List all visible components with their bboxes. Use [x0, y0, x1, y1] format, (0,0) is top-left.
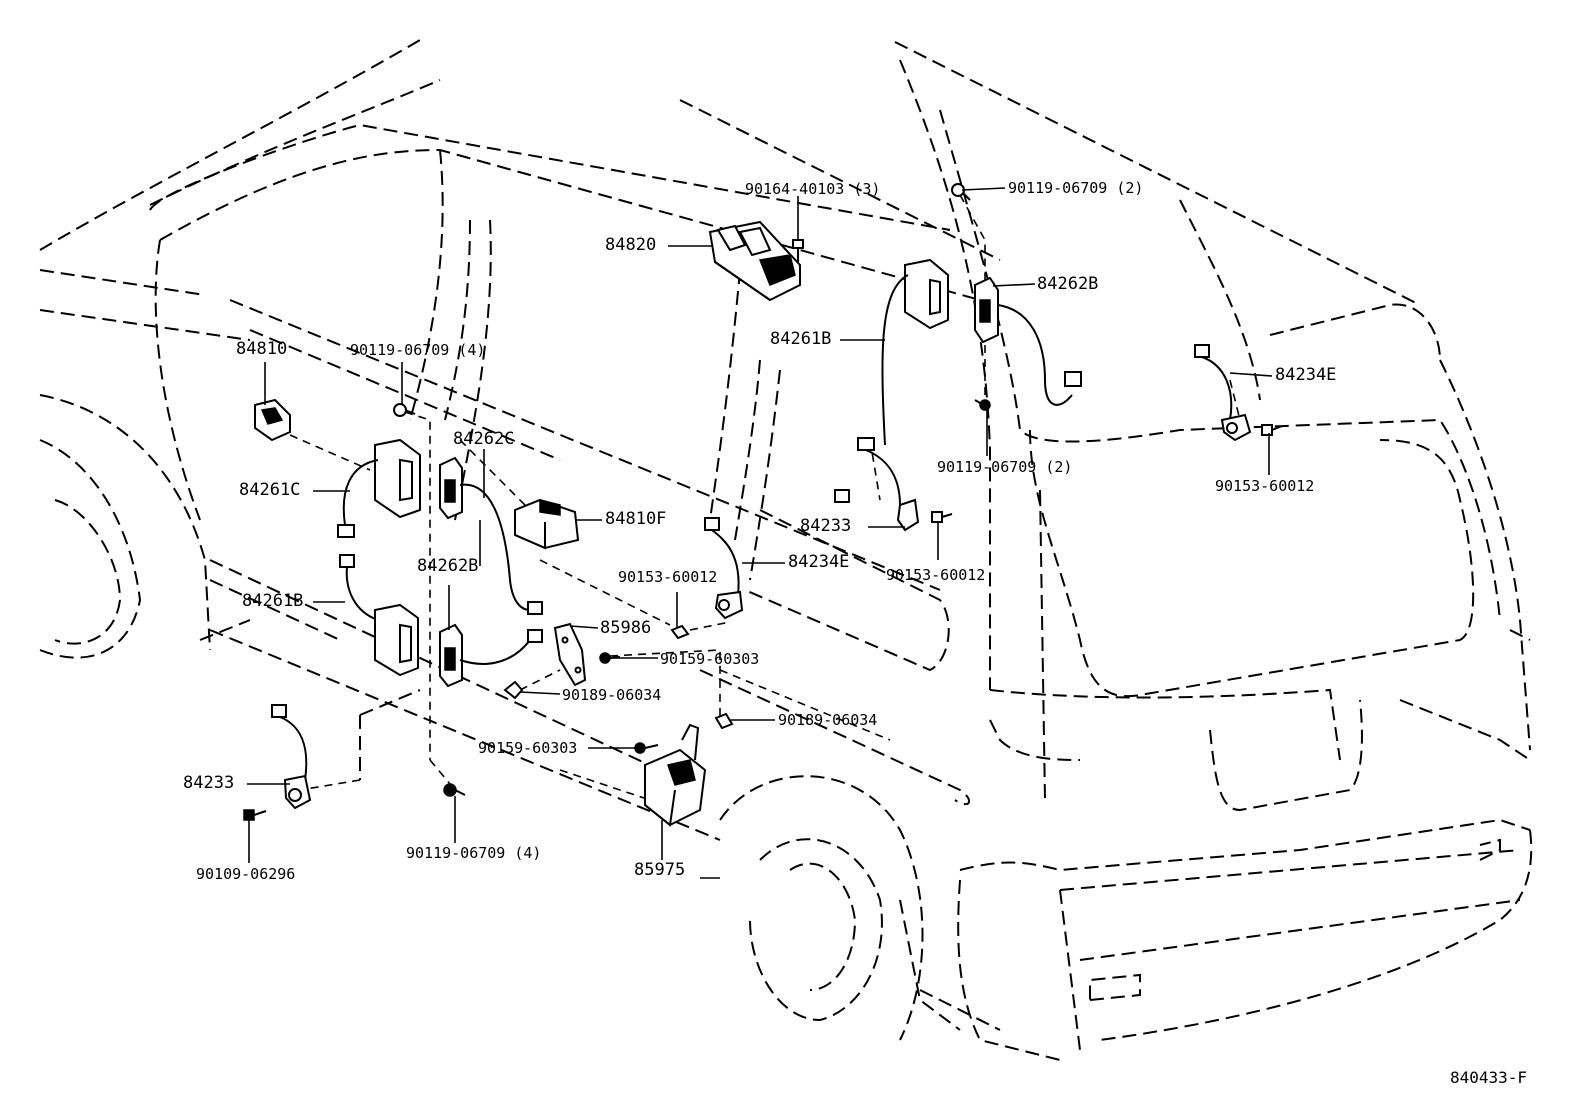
callout-84261B-lower: 84261B	[242, 591, 304, 611]
callout-90119-06709-top-right: 90119-06709 (2)	[1008, 179, 1144, 197]
callout-84233-right: 84233	[800, 516, 852, 536]
callout-90159-60303-lower: 90159-60303	[478, 739, 578, 757]
screw-90153-60012-rear	[1261, 424, 1283, 436]
part-84262B-switch-upper	[974, 276, 1082, 406]
callout-84810: 84810	[236, 339, 288, 359]
callout-84262B-upper: 84262B	[1037, 274, 1099, 294]
callout-90189-06034-right: 90189-06034	[778, 711, 878, 729]
part-84261B-harness-lower	[339, 554, 419, 677]
bolt-90119-06709-mid-right	[974, 399, 991, 411]
callout-90153-60012-mid: 90153-60012	[618, 568, 718, 586]
leader-lines	[247, 187, 1273, 879]
clip-90189-06034-left	[503, 680, 524, 700]
part-84810-switch	[254, 398, 291, 442]
part-84233-sensor-left	[271, 704, 312, 810]
bolt-90159-60303-lower	[634, 742, 659, 754]
part-84261B-harness-upper	[834, 258, 949, 532]
callout-90153-60012-right: 90153-60012	[886, 566, 986, 584]
part-84234E-harness-rear	[1194, 344, 1252, 442]
callout-90159-60303-upper: 90159-60303	[660, 650, 760, 668]
bolt-90119-06709-upper-left	[393, 403, 416, 417]
part-85986-bracket	[553, 622, 587, 687]
callout-84261C: 84261C	[239, 480, 301, 500]
part-84234E-harness-mid	[704, 517, 744, 620]
callout-84820: 84820	[605, 235, 657, 255]
callout-90109-06296: 90109-06296	[196, 865, 296, 883]
callout-90119-06709-upper-left: 90119-06709 (4)	[350, 341, 486, 359]
callout-85986: 85986	[600, 618, 652, 638]
callout-84810F: 84810F	[605, 509, 667, 529]
callout-84261B-upper: 84261B	[770, 329, 832, 349]
part-84261C-harness	[337, 438, 421, 538]
callout-85975: 85975	[634, 860, 686, 880]
clip-90189-06034-right	[714, 712, 734, 730]
callout-84234E-mid: 84234E	[788, 552, 850, 572]
part-84262C-switch	[439, 456, 543, 615]
callout-90153-60012-rear: 90153-60012	[1215, 477, 1315, 495]
installation-guides	[289, 194, 1241, 801]
callout-90119-06709-lower: 90119-06709 (4)	[406, 844, 542, 862]
screw-90109-06296	[243, 809, 267, 821]
part-84262B-switch-lower	[439, 623, 543, 688]
bolt-90119-06709-lower	[443, 783, 466, 797]
part-84820-switch	[708, 220, 801, 302]
callout-90119-06709-mid-right: 90119-06709 (2)	[937, 458, 1073, 476]
callout-84233-left: 84233	[183, 773, 235, 793]
callout-84262C: 84262C	[453, 429, 515, 449]
clip-90153-60012-mid	[670, 624, 690, 640]
callout-84262B-lower: 84262B	[417, 556, 479, 576]
screw-90153-60012-right	[931, 511, 953, 523]
part-84810F-relay	[514, 498, 580, 550]
diagram-code: 840433-F	[1450, 1068, 1528, 1087]
callout-84234E-rear: 84234E	[1275, 365, 1337, 385]
part-85975-module	[644, 723, 707, 827]
callout-90164-40103: 90164-40103 (3)	[745, 180, 881, 198]
callout-90189-06034-left: 90189-06034	[562, 686, 662, 704]
